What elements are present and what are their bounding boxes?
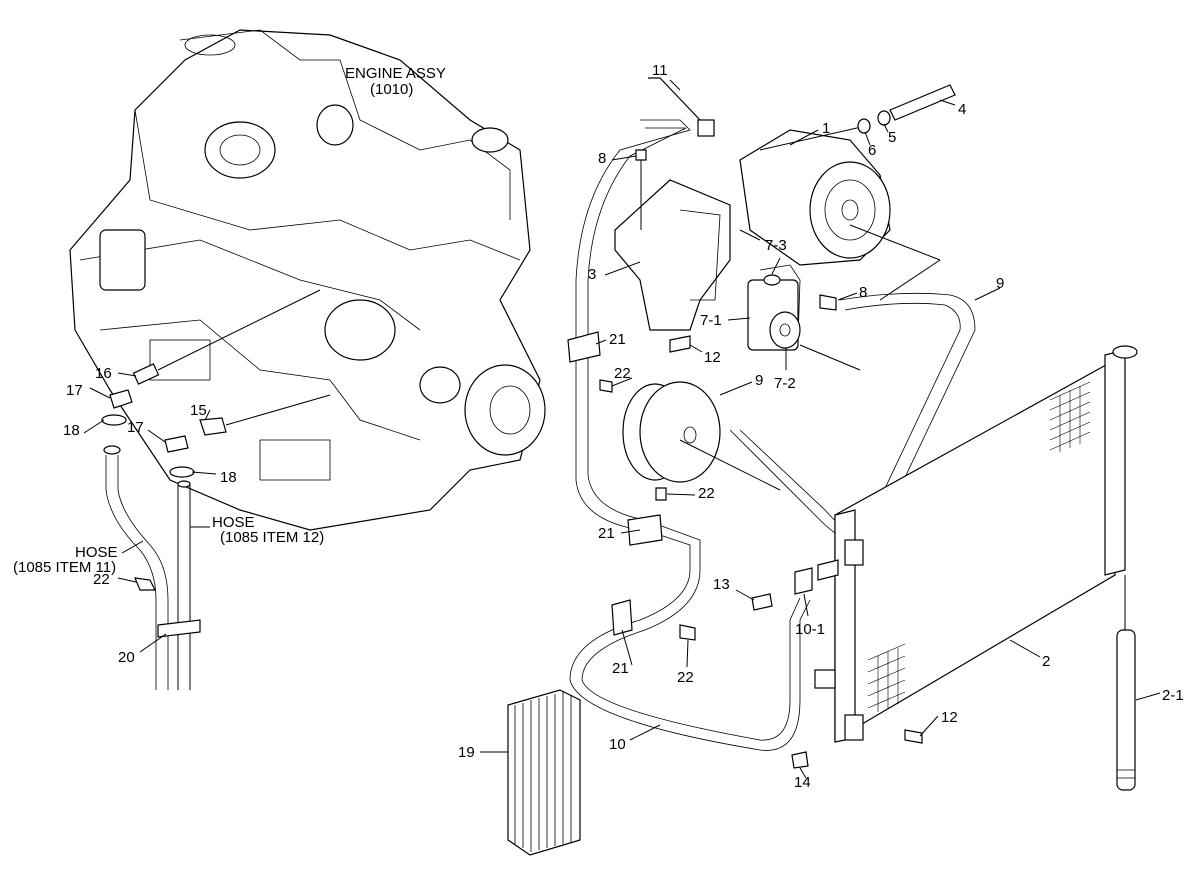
callout-15: 15: [190, 402, 207, 419]
refrigerant-line-10: [569, 119, 811, 751]
callout-12: 12: [941, 709, 958, 726]
callout-10: 10: [609, 736, 626, 753]
callout-22: 22: [93, 571, 110, 588]
callout-9: 9: [996, 275, 1004, 292]
callout-13: 13: [713, 576, 730, 593]
hose-12-label: HOSE: [212, 514, 255, 531]
callout-18: 18: [220, 469, 237, 486]
callout-21: 21: [612, 660, 629, 677]
callout-21: 21: [609, 331, 626, 348]
tensioner-7: [747, 264, 801, 351]
pulley-9: [622, 381, 721, 483]
condenser-2: [814, 345, 1138, 743]
fitting: [697, 119, 715, 137]
leader-lines: [83, 79, 1161, 779]
engine-assy-ref: (1010): [370, 81, 413, 98]
callout-8: 8: [859, 284, 867, 301]
callout-labels: 11 4 5 6 1 8 9 7-3 3 8 7-1 21 12 7-2 22 …: [63, 62, 1184, 791]
callout-12: 12: [704, 349, 721, 366]
compressor: [739, 124, 891, 266]
callout-22: 22: [698, 485, 715, 502]
hose-12-ref: (1085 ITEM 12): [220, 529, 324, 546]
clamp-21: [627, 514, 663, 546]
clamp-21: [567, 331, 601, 363]
callout-3: 3: [588, 266, 596, 283]
callout-7-2: 7-2: [774, 375, 796, 392]
engine-assy-label: ENGINE ASSY: [345, 65, 446, 82]
filter-19: [507, 689, 581, 856]
callout-9: 9: [755, 372, 763, 389]
callout-17: 17: [66, 382, 83, 399]
callout-5: 5: [888, 129, 896, 146]
callout-6: 6: [868, 142, 876, 159]
callout-22: 22: [614, 365, 631, 382]
callout-22: 22: [677, 669, 694, 686]
hose-clamp-20: [157, 619, 201, 638]
callout-18: 18: [63, 422, 80, 439]
bolt-4: [889, 84, 956, 121]
hose-11-ref: (1085 ITEM 11): [13, 559, 116, 576]
washer-6: [857, 118, 871, 134]
callout-7-3: 7-3: [765, 237, 787, 254]
callout-11: 11: [652, 62, 668, 79]
callout-20: 20: [118, 649, 135, 666]
callout-19: 19: [458, 744, 475, 761]
washer-5: [877, 110, 891, 126]
bolt-11: [648, 77, 701, 121]
callout-2-1: 2-1: [1162, 687, 1184, 704]
callout-16: 16: [95, 365, 112, 382]
heater-fittings: [101, 289, 331, 478]
callout-1: 1: [822, 120, 830, 137]
callout-4: 4: [958, 101, 966, 118]
hose-11-label: HOSE: [75, 544, 118, 561]
fitting-10-1: [794, 567, 813, 595]
engine-assembly-drawing: [69, 29, 546, 531]
callout-8: 8: [598, 150, 606, 167]
callout-10-1: 10-1: [795, 621, 825, 638]
receiver-drier-2-1: [1116, 575, 1136, 791]
clamp-21: [611, 599, 633, 636]
bracket-3: [614, 179, 731, 331]
callout-17: 17: [127, 419, 144, 436]
callout-2: 2: [1042, 653, 1050, 670]
callout-7-1: 7-1: [700, 312, 722, 329]
callout-14: 14: [794, 774, 811, 791]
callout-21: 21: [598, 525, 615, 542]
